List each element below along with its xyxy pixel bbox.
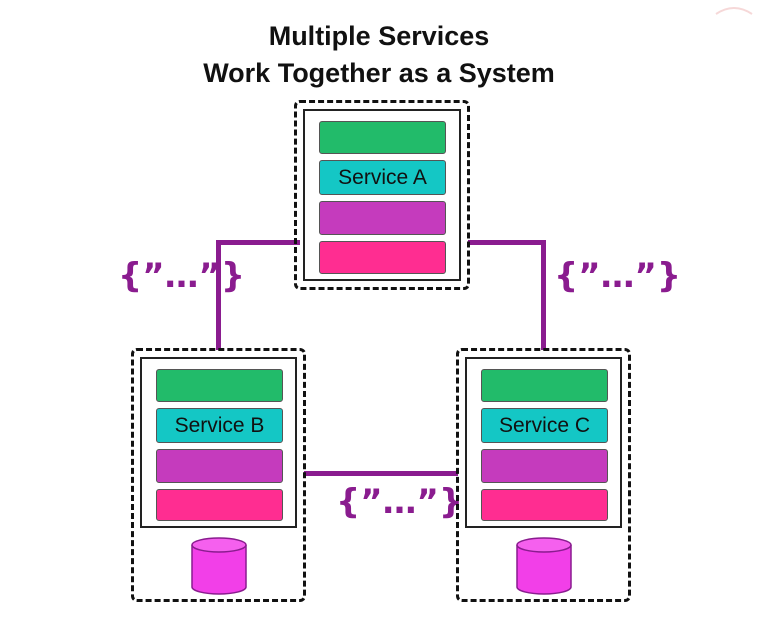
connector-b-to-c xyxy=(304,471,458,476)
service-a-container: Service A xyxy=(294,100,470,290)
payload-label-right: {”…”} xyxy=(554,256,682,296)
service-c-layer-top xyxy=(481,369,608,402)
service-b-label: Service B xyxy=(156,408,283,443)
corner-watermark-icon xyxy=(715,7,753,15)
connector-a-to-b-vertical xyxy=(216,240,221,350)
service-b-layer-bottom xyxy=(156,489,283,521)
connector-a-to-c-vertical xyxy=(541,240,546,350)
payload-label-left: {”…”} xyxy=(118,256,246,296)
database-b-icon xyxy=(191,537,247,595)
service-b-stack: Service B xyxy=(140,357,297,528)
service-a-layer-third xyxy=(319,201,446,235)
service-c-container: Service C xyxy=(456,348,631,602)
service-c-layer-bottom xyxy=(481,489,608,521)
connector-a-to-b-horizontal xyxy=(216,240,300,245)
service-b-layer-top xyxy=(156,369,283,402)
service-c-stack: Service C xyxy=(465,357,622,528)
connector-a-to-c-horizontal xyxy=(468,240,546,245)
service-a-label: Service A xyxy=(319,160,446,195)
service-a-layer-bottom xyxy=(319,241,446,274)
service-a-stack: Service A xyxy=(303,109,461,281)
title-line-1: Multiple Services xyxy=(268,21,490,51)
title-line-2: Work Together as a System xyxy=(203,58,555,88)
service-b-layer-third xyxy=(156,449,283,483)
payload-label-bottom: {”…”} xyxy=(336,482,464,522)
service-a-layer-top xyxy=(319,121,446,154)
service-c-layer-third xyxy=(481,449,608,483)
database-c-icon xyxy=(516,537,572,595)
service-c-label: Service C xyxy=(481,408,608,443)
service-b-container: Service B xyxy=(131,348,306,602)
